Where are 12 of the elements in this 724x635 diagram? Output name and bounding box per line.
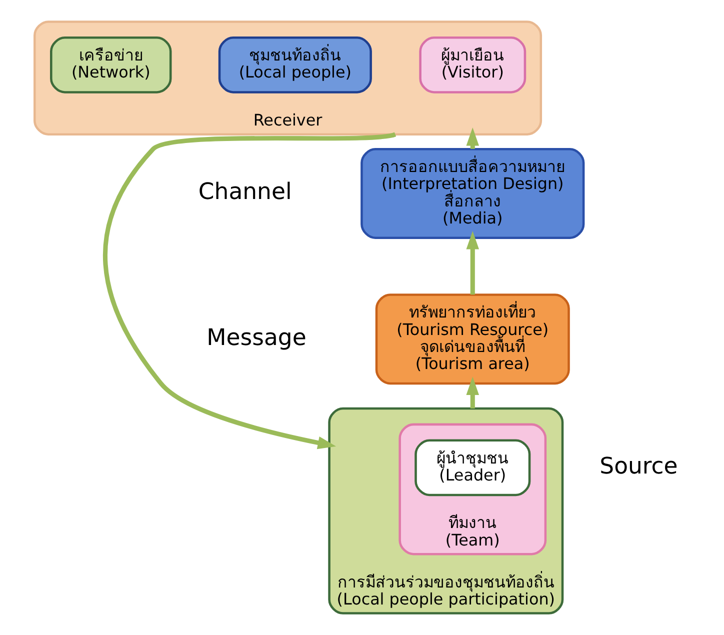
arrow [103,132,396,450]
node-box: การออกแบบสื่อความหมาย (Interpretation Design) สื่อกลาง (Media) [360,148,585,239]
node-box: เครือข่าย (Network) [50,36,172,94]
arrow [466,376,480,408]
arrow [466,231,480,295]
node-box: ทรัพยากรท่องเที่ยว (Tourism Resource) จุดเด่นของพื้นที่ (Tourism area) [375,294,570,385]
node-label: Message [206,324,306,351]
node-label: Source [600,453,678,480]
node-box: ผู้มาเยือน (Visitor) [419,36,526,94]
node-label: Channel [198,179,292,206]
node-box: ผู้นำชุมชน (Leader) [414,439,531,496]
node-box: ชุมชนท้องถิ่น (Local people) [218,36,372,94]
